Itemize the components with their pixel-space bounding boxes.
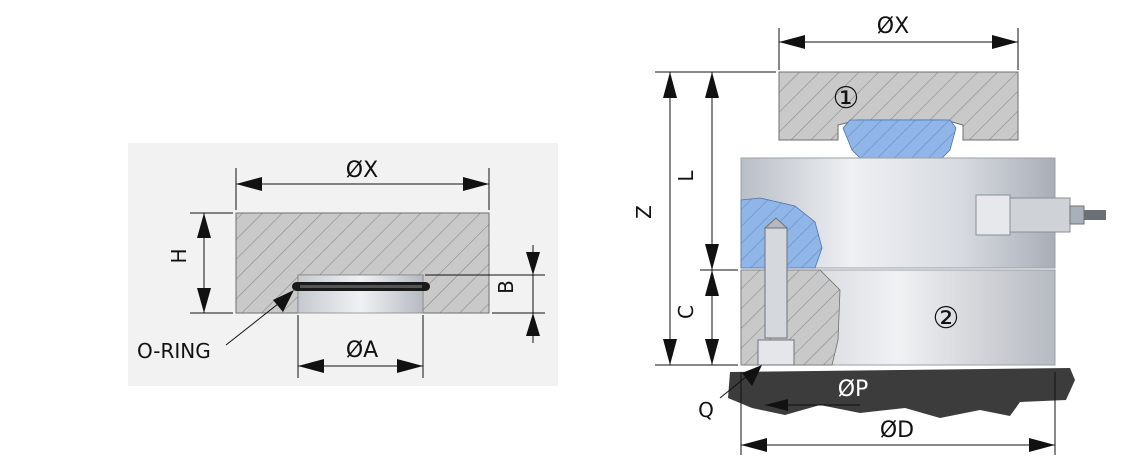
right-dim-diameter-d: ØD xyxy=(880,418,914,443)
left-detail-view: ØX H B ØA O-RING xyxy=(128,143,558,386)
part-2-marker: ② xyxy=(933,301,960,336)
top-plate-blue-insert xyxy=(842,119,957,161)
left-dim-height-h: H xyxy=(167,248,191,263)
cable-connector xyxy=(975,194,1011,236)
right-dim-diameter-p: ØP xyxy=(838,377,869,402)
part-1-marker: ① xyxy=(833,81,860,116)
anchor-bolt-head xyxy=(757,339,795,366)
left-dim-diameter-x: ØX xyxy=(346,158,378,183)
right-dim-q: Q xyxy=(698,398,714,422)
ground-foundation xyxy=(728,368,1075,418)
right-assembly-view: ① ② ØX Z L xyxy=(632,14,1106,455)
left-dim-recess-b: B xyxy=(494,280,518,294)
right-dim-diameter-x: ØX xyxy=(877,14,909,39)
right-dim-length-l: L xyxy=(674,170,698,182)
left-dim-diameter-a: ØA xyxy=(346,338,378,363)
left-recess-insert xyxy=(297,274,424,314)
right-dim-total-z: Z xyxy=(632,205,656,219)
label-o-ring: O-RING xyxy=(137,339,211,363)
right-dim-c: C xyxy=(674,305,698,319)
anchor-bolt-shaft xyxy=(764,227,788,339)
